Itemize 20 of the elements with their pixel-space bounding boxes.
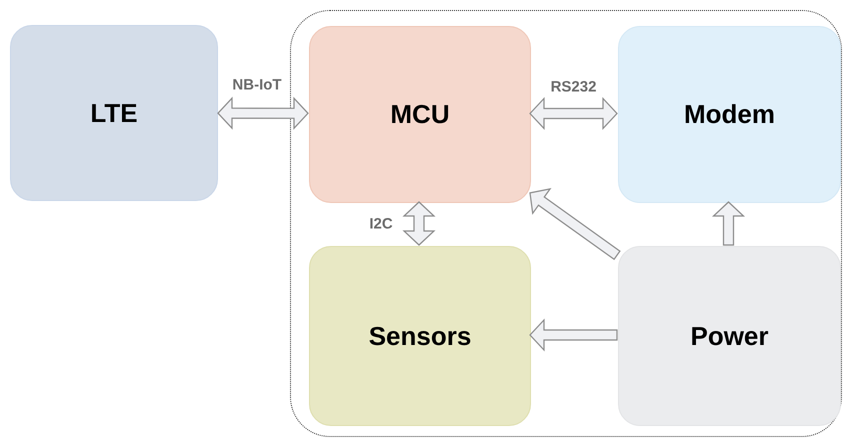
block-label: Power: [690, 320, 769, 352]
block-arrow: [529, 188, 621, 260]
edge-label: RS232: [550, 79, 598, 94]
edge-label: NB-IoT: [231, 78, 283, 93]
block-label: Sensors: [368, 320, 472, 352]
block-arrow: [529, 318, 618, 352]
block-box: [309, 246, 531, 426]
block-arrow: [712, 201, 746, 246]
block-label: LTE: [90, 96, 138, 130]
block-arrow: [529, 96, 618, 130]
dotted-boundary: [290, 10, 842, 437]
block-label: Modem: [684, 98, 775, 131]
block-label: MCU: [390, 98, 450, 131]
block-box: [618, 26, 841, 203]
block-box: [309, 26, 531, 203]
block-arrow: [402, 201, 436, 246]
block-box: [618, 246, 841, 426]
block-arrow: [217, 96, 309, 130]
edge-label: I2C: [368, 216, 394, 231]
block-box: [10, 25, 218, 201]
